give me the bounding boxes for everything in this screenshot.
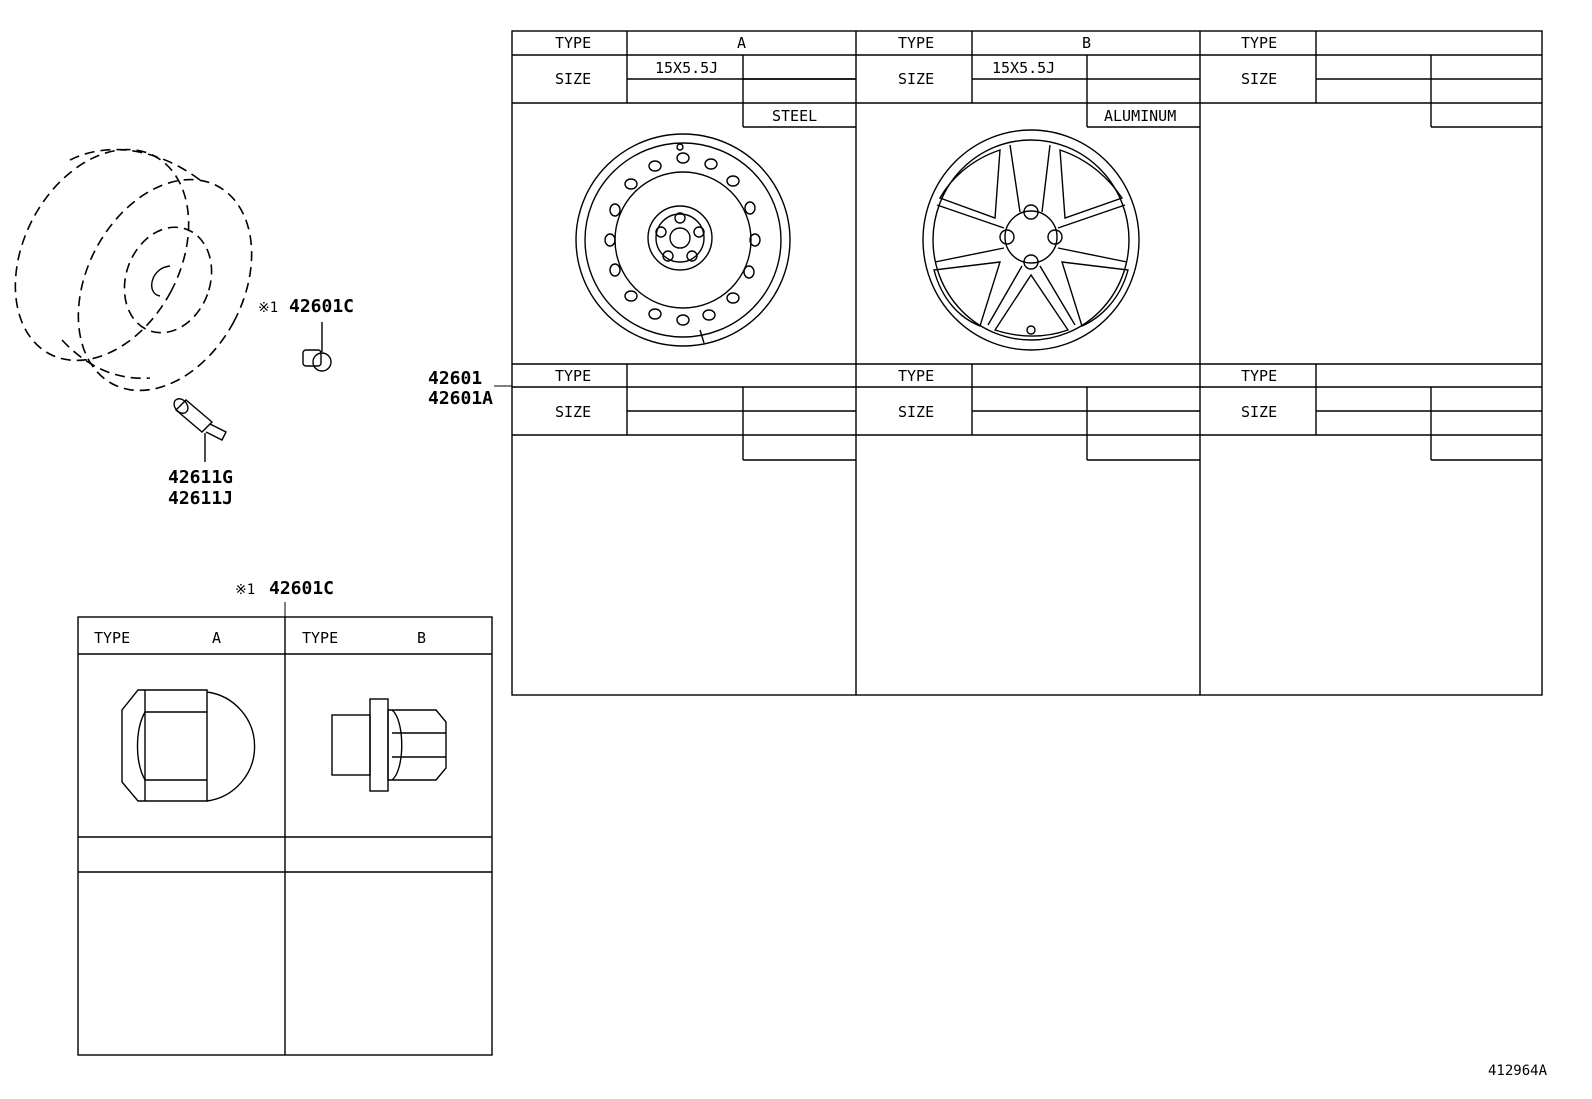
alloy-wheel-icon <box>922 129 1140 351</box>
material-a: STEEL <box>772 107 817 125</box>
type-value-a: A <box>737 34 746 52</box>
nut-type-label-b: TYPE <box>302 629 338 647</box>
lower-size-label-a: SIZE <box>555 403 591 421</box>
lower-size-label-c: SIZE <box>1241 403 1277 421</box>
type-value-b: B <box>1082 34 1091 52</box>
nut-table-part: 42601C <box>269 578 334 599</box>
nut-part-label: 42601C <box>289 296 354 317</box>
material-b: ALUMINUM <box>1104 107 1176 125</box>
nut-type-label-a: TYPE <box>94 629 130 647</box>
nut-mark-label: ※1 <box>258 300 278 316</box>
steel-wheel-icon <box>575 133 791 347</box>
acorn-nut-icon <box>121 689 256 802</box>
nut-table <box>77 616 493 1056</box>
valve-part-label-2: 42611J <box>168 488 233 509</box>
wheel-part-label-2: 42601A <box>428 388 493 409</box>
size-value-b: 15X5.5J <box>992 59 1055 77</box>
size-label-b: SIZE <box>898 70 934 88</box>
diagram-id: 412964A <box>1488 1063 1548 1079</box>
size-value-a: 15X5.5J <box>655 59 718 77</box>
nut-type-value-a: A <box>212 629 221 647</box>
tire-icon <box>14 148 253 392</box>
size-label-a: SIZE <box>555 70 591 88</box>
wheel-part-label-1: 42601 <box>428 368 482 389</box>
lower-type-label-a: TYPE <box>555 367 591 385</box>
lug-nut-icon <box>302 322 332 372</box>
wheel-table <box>511 30 1543 696</box>
lower-type-label-b: TYPE <box>898 367 934 385</box>
flange-nut-icon <box>331 698 447 792</box>
type-label-c: TYPE <box>1241 34 1277 52</box>
type-label-b: TYPE <box>898 34 934 52</box>
nut-type-value-b: B <box>417 629 426 647</box>
valve-part-label-1: 42611G <box>168 467 233 488</box>
type-label-a: TYPE <box>555 34 591 52</box>
nut-table-mark: ※1 <box>235 582 255 598</box>
lower-size-label-b: SIZE <box>898 403 934 421</box>
valve-stem-icon <box>173 398 227 462</box>
lower-type-label-c: TYPE <box>1241 367 1277 385</box>
size-label-c: SIZE <box>1241 70 1277 88</box>
